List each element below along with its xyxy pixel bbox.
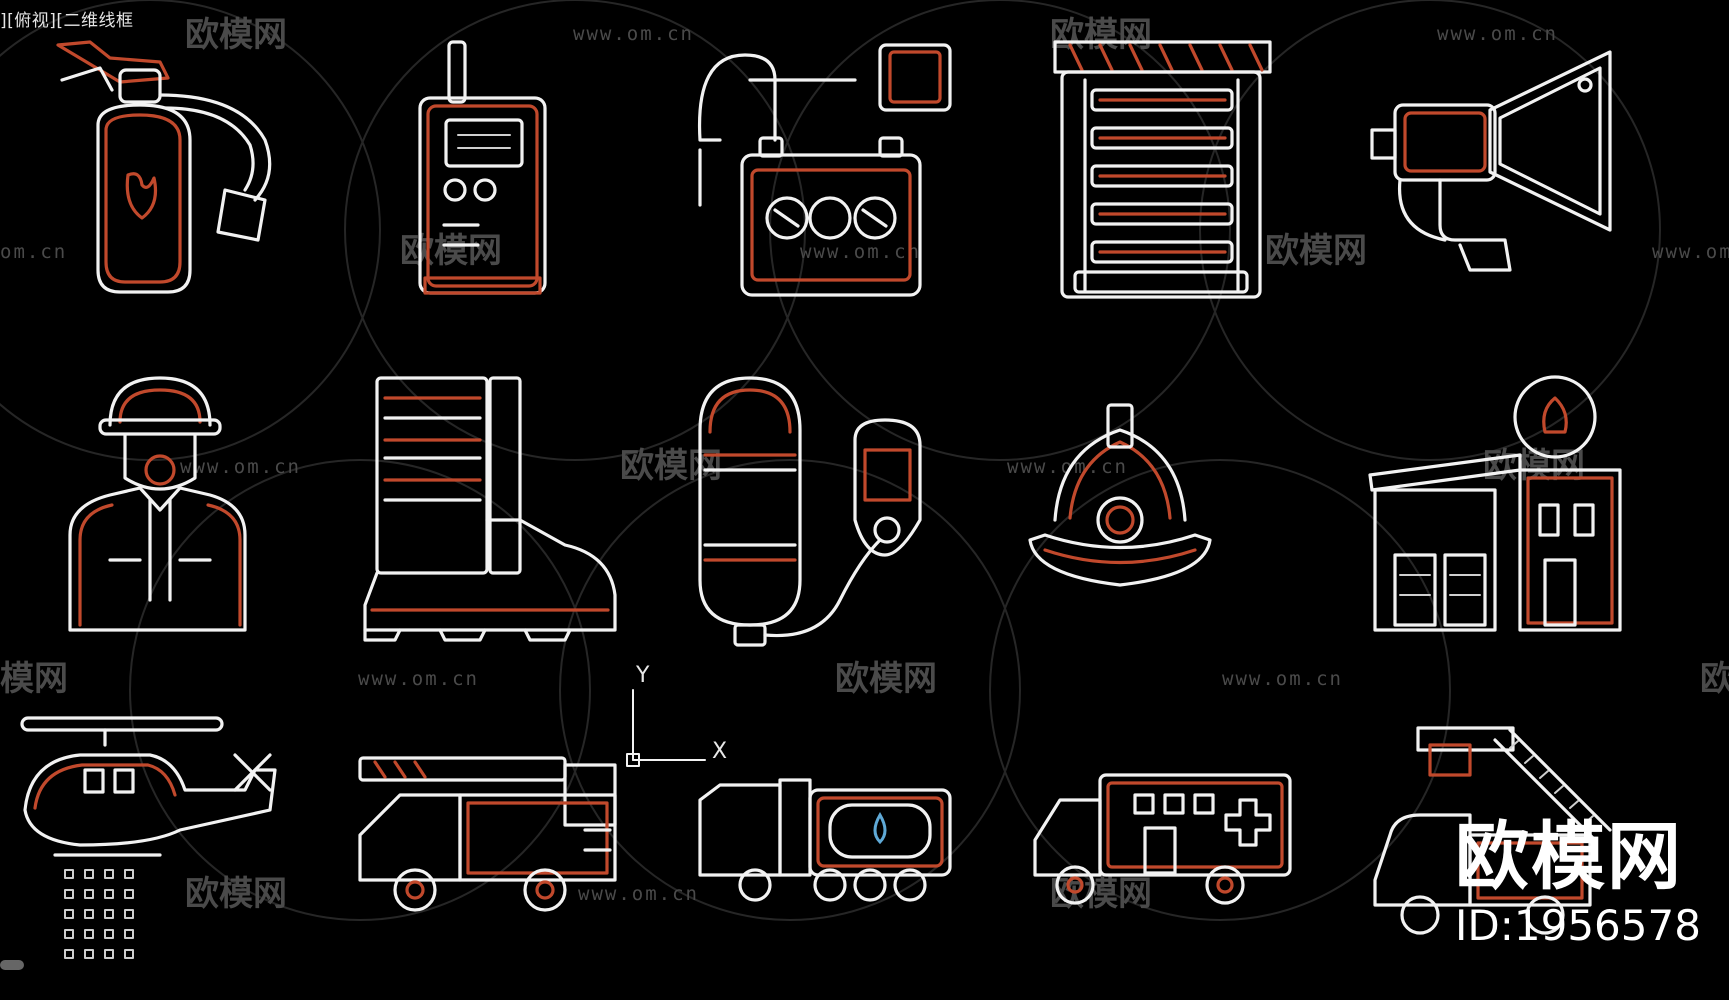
oxygen-tank-mask-icon[interactable] bbox=[698, 376, 922, 647]
fire-helmet-icon[interactable] bbox=[1028, 403, 1212, 587]
water-spray bbox=[64, 869, 134, 959]
watermark-url: www.om.cn bbox=[1437, 23, 1558, 45]
navigation-indicator[interactable] bbox=[0, 960, 24, 970]
watermark-brand: 欧模网 bbox=[835, 659, 937, 699]
watermark-url: www.om.cn bbox=[578, 883, 699, 905]
aerial-ladder-truck-icon[interactable] bbox=[1373, 726, 1612, 935]
ambulance-van-icon[interactable] bbox=[1033, 773, 1292, 905]
watermark-brand: 欧模网 bbox=[400, 231, 502, 271]
watermark-brand: 欧模网 bbox=[1265, 231, 1367, 271]
watermark-brand: 模网 bbox=[0, 659, 68, 699]
ladder-fire-truck-icon[interactable] bbox=[358, 756, 617, 912]
watermark-url: www.om.cn bbox=[1222, 668, 1343, 690]
walkie-talkie-icon[interactable] bbox=[418, 40, 547, 295]
watermark-brand: 欧模网 bbox=[1050, 874, 1152, 914]
watermark-url: www.om.cn bbox=[800, 241, 921, 263]
viewport-label[interactable]: ][俯视][二维线框 bbox=[0, 11, 134, 31]
rescue-helicopter-icon[interactable] bbox=[20, 716, 277, 959]
watermark-url: www.om.cn bbox=[180, 456, 301, 478]
megaphone-icon[interactable] bbox=[1370, 50, 1612, 272]
watermark-circles bbox=[0, 0, 1661, 921]
model-id-text: ID:1956578 bbox=[1455, 901, 1701, 950]
axis-y-label: Y bbox=[635, 663, 650, 688]
axis-x-label: X bbox=[712, 739, 727, 764]
watermark-url: om.cn bbox=[0, 241, 67, 263]
watermarks: 欧模网 www.om.cn 欧模网 www.om.cn om.cn 欧模网 ww… bbox=[0, 15, 1729, 914]
fire-station-icon[interactable] bbox=[1368, 375, 1622, 632]
watermark-url: www.om.cn bbox=[1652, 241, 1729, 263]
breathing-apparatus-icon[interactable] bbox=[697, 43, 952, 297]
watermark-url: www.om.cn bbox=[1007, 456, 1128, 478]
watermark-brand: 欧 bbox=[1700, 659, 1729, 699]
watermark-brand: 欧模网 bbox=[185, 874, 287, 914]
firefighter-icon[interactable] bbox=[68, 376, 247, 632]
ucs-axis-indicator: Y X bbox=[626, 663, 727, 767]
brand-logo-text: 欧模网 bbox=[1455, 814, 1683, 900]
watermark-url: www.om.cn bbox=[573, 23, 694, 45]
watermark-url: www.om.cn bbox=[358, 668, 479, 690]
watermark-brand: 欧模网 bbox=[620, 446, 722, 486]
fire-extinguisher-icon[interactable] bbox=[56, 40, 272, 294]
water-tanker-truck-icon[interactable] bbox=[698, 778, 952, 902]
fire-boot-icon[interactable] bbox=[363, 376, 617, 642]
watermark-brand: 欧模网 bbox=[185, 15, 287, 55]
fire-escape-ladder-icon[interactable] bbox=[1053, 40, 1272, 299]
